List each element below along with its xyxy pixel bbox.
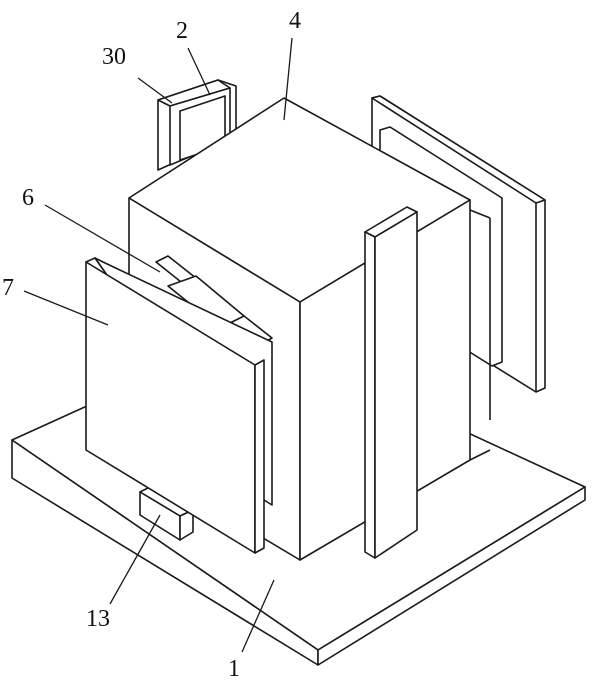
label-30: 30 [102, 44, 126, 70]
label-7: 7 [2, 275, 14, 301]
reference-labels: 30 2 4 6 7 13 1 [2, 8, 301, 682]
leader-13 [109, 514, 161, 605]
label-2: 2 [176, 18, 188, 44]
connector-block [155, 255, 273, 346]
leader-7 [23, 290, 109, 326]
leader-lines [23, 37, 293, 653]
leader-2 [187, 47, 211, 96]
label-4: 4 [289, 8, 301, 34]
leader-1 [241, 579, 275, 653]
label-6: 6 [22, 185, 34, 211]
label-13: 13 [86, 606, 110, 632]
label-1: 1 [228, 656, 240, 682]
leader-6 [44, 204, 161, 273]
leader-4 [283, 37, 293, 121]
front-vertical-bar [364, 206, 418, 559]
front-left-plate [85, 257, 273, 554]
leader-30 [137, 77, 173, 104]
